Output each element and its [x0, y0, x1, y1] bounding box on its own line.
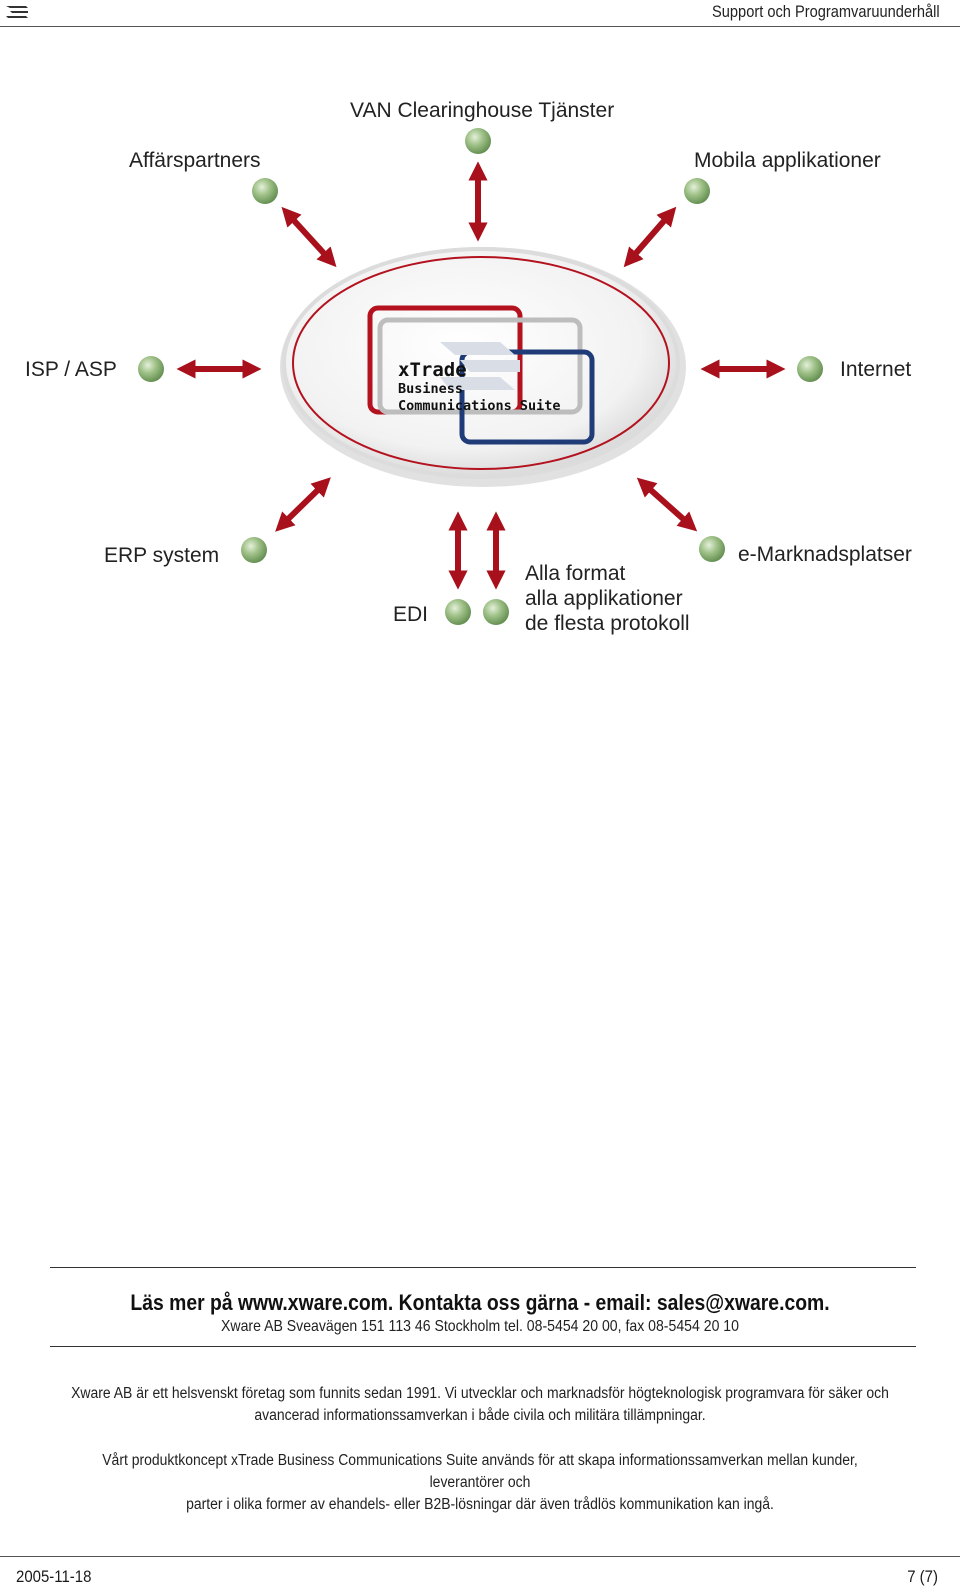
contact-bottom-rule [50, 1346, 916, 1347]
node-formats [483, 599, 509, 625]
footer-date: 2005-11-18 [16, 1567, 92, 1586]
label-affar: Affärspartners [129, 149, 261, 172]
page-header: Support och Programvaruunderhåll [0, 0, 960, 27]
page-footer: 2005-11-18 7 (7) [0, 1556, 960, 1592]
node-edi [445, 599, 471, 625]
label-isp: ISP / ASP [25, 358, 117, 381]
node-dots [138, 128, 823, 625]
central-hub: xTrade Business Communications Suite [280, 247, 686, 487]
about-line-1: Xware AB är ett helsvenskt företag som f… [71, 1385, 889, 1402]
node-internet [797, 356, 823, 382]
arrow-erp [275, 477, 331, 532]
label-erp: ERP system [104, 544, 219, 567]
xtrade-diagram: xTrade Business Communications Suite VAN… [25, 99, 912, 635]
footer-page-number: 7 (7) [907, 1567, 938, 1586]
label-formats-2: alla applikationer [525, 587, 683, 610]
arrow-emarknad [636, 477, 698, 532]
about-paragraph: Xware AB är ett helsvenskt företag som f… [66, 1383, 894, 1427]
contact-main-line: Läs mer på www.xware.com. Kontakta oss g… [130, 1290, 830, 1315]
label-formats-3: de flesta protokoll [525, 612, 690, 635]
contact-address: Xware AB Sveavägen 151 113 46 Stockholm … [221, 1318, 739, 1335]
node-erp [241, 537, 267, 563]
node-mobila [684, 178, 710, 204]
connector-arrows [176, 161, 786, 590]
node-van [465, 128, 491, 154]
xtrade-business: Business [398, 381, 463, 397]
label-formats-1: Alla format [525, 562, 626, 585]
node-affar [252, 178, 278, 204]
label-van: VAN Clearinghouse Tjänster [350, 99, 614, 122]
xtrade-suite: Communications Suite [398, 398, 561, 414]
label-emarknad: e-Marknadsplatser [738, 543, 912, 566]
contact-top-rule [50, 1267, 916, 1268]
label-mobila: Mobila applikationer [694, 149, 881, 172]
xtrade-brand: xTrade [398, 359, 467, 381]
product-paragraph: Vårt produktkoncept xTrade Business Comm… [66, 1450, 894, 1516]
product-line-1: Vårt produktkoncept xTrade Business Comm… [102, 1452, 858, 1491]
product-line-2: parter i olika former av ehandels- eller… [186, 1496, 774, 1513]
arrow-affar [281, 206, 337, 268]
label-internet: Internet [840, 358, 911, 381]
node-emarknad [699, 536, 725, 562]
node-isp [138, 356, 164, 382]
label-edi: EDI [393, 603, 428, 626]
header-title: Support och Programvaruunderhåll [712, 2, 940, 21]
about-line-2: avancerad informationssamverkan i både c… [254, 1407, 706, 1424]
xware-logo-icon [6, 6, 28, 18]
arrow-mobila [623, 206, 677, 268]
